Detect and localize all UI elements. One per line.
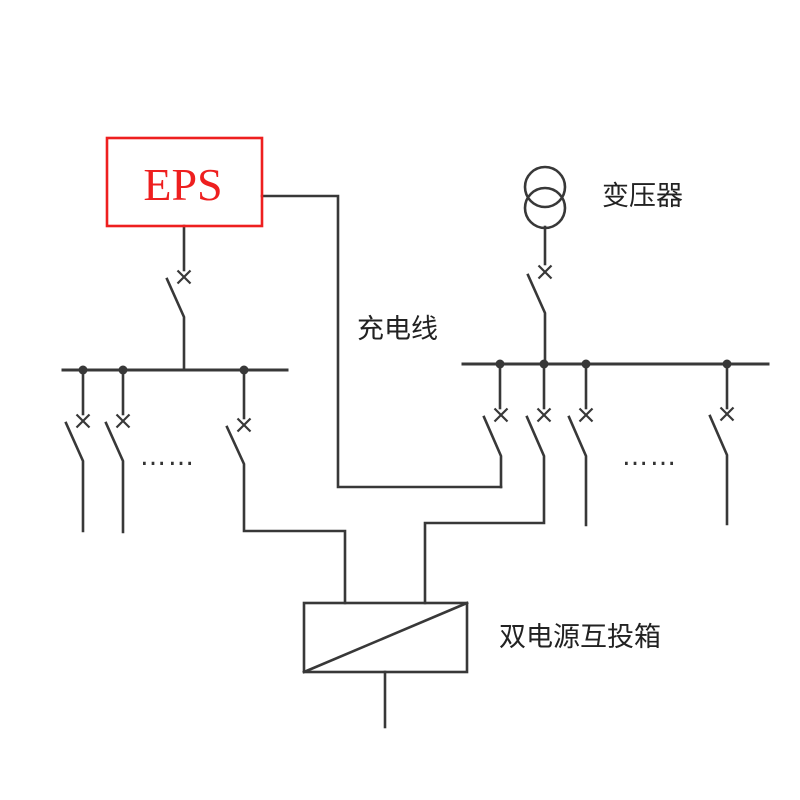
transfer-box-symbol — [302, 601, 469, 729]
charging-line-label: 充电线 — [357, 314, 438, 345]
junction-dot — [495, 359, 505, 369]
contact-x-icon — [578, 407, 594, 423]
switch-left-feeder-to-transfer-box — [225, 368, 347, 605]
switch-left-feeder-1 — [64, 368, 91, 533]
switch-right-feeder-4 — [708, 362, 735, 526]
switch-blade-line — [423, 415, 546, 605]
charging-line-wire — [260, 194, 503, 489]
switch-blade-line — [64, 421, 85, 533]
contact-x-icon — [176, 269, 192, 285]
transformer-secondary-circle — [523, 186, 567, 230]
switch-eps-incomer — [165, 224, 192, 372]
eps-box — [105, 136, 264, 228]
eps-label: EPS — [143, 159, 222, 210]
contact-x-icon — [537, 264, 553, 280]
switch-right-feeder-to-transfer-box — [423, 362, 552, 605]
switch-blade-line — [567, 415, 588, 527]
right-feeders-ellipsis: …… — [622, 442, 678, 472]
transformer-primary-circle — [523, 165, 567, 209]
switch-blade-line — [104, 421, 125, 534]
junction-dot — [581, 359, 591, 369]
junction-dot — [239, 365, 249, 375]
switch-blade-line — [225, 425, 347, 605]
switch-transformer-incomer — [526, 225, 553, 366]
contact-x-icon — [493, 407, 509, 423]
bus-junction-dots — [78, 359, 732, 375]
switch-right-feeder-3 — [567, 362, 594, 527]
switch-blade-line — [165, 277, 186, 372]
switch-blade-line — [526, 273, 547, 366]
circuit-wires — [61, 165, 770, 729]
contact-x-icon — [75, 413, 91, 429]
contact-x-icon — [536, 407, 552, 423]
switch-right-charging-feeder — [482, 362, 509, 489]
transformer-label: 变压器 — [602, 181, 683, 212]
junction-dot — [539, 359, 549, 369]
switch-blade-line — [482, 415, 503, 489]
left-feeders-ellipsis: …… — [140, 442, 196, 472]
transfer-box-label: 双电源互投箱 — [499, 622, 661, 653]
junction-dot — [722, 359, 732, 369]
switch-blade-line — [708, 414, 729, 526]
contact-x-icon — [719, 406, 735, 422]
contact-x-icon — [236, 417, 252, 433]
junction-dot — [118, 365, 128, 375]
transfer-box-diagonal-line — [302, 601, 469, 674]
transformer-symbol — [523, 165, 567, 230]
switch-left-feeder-2 — [104, 368, 131, 534]
junction-dot — [78, 365, 88, 375]
contact-x-icon — [115, 413, 131, 429]
